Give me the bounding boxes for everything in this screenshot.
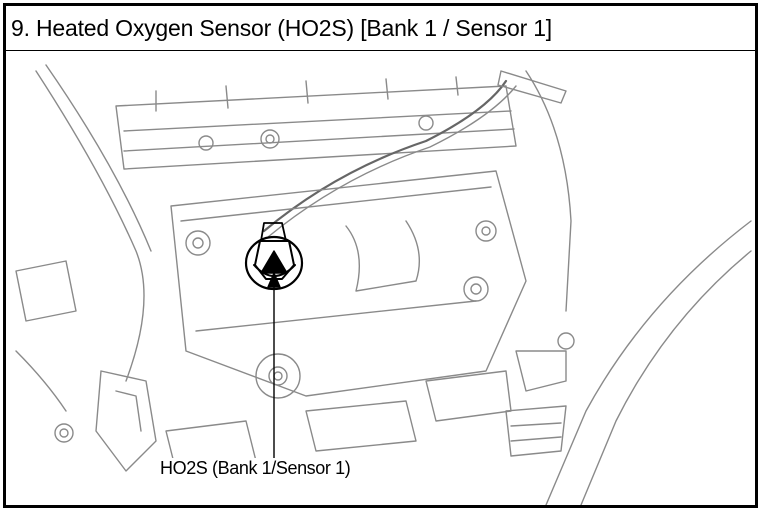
- fender-arc: [35, 70, 145, 382]
- document-frame: 9. Heated Oxygen Sensor (HO2S) [Bank 1 /…: [3, 3, 758, 508]
- crossmember: [545, 220, 752, 505]
- sensor-harness: [262, 79, 508, 233]
- ho2s-callout-label: HO2S (Bank 1/Sensor 1): [158, 458, 353, 479]
- cylinder-head: [115, 85, 517, 170]
- callout-arrowhead: [267, 272, 281, 288]
- page-title: 9. Heated Oxygen Sensor (HO2S) [Bank 1 /…: [11, 15, 553, 41]
- harness-connector: [497, 70, 567, 104]
- lower-flange: [255, 353, 301, 399]
- exhaust-manifold: [170, 170, 527, 397]
- engine-illustration: HO2S (Bank 1/Sensor 1): [6, 51, 755, 505]
- lower-bracket: [95, 370, 157, 472]
- engine-line-drawing: [15, 64, 752, 505]
- title-bar: 9. Heated Oxygen Sensor (HO2S) [Bank 1 /…: [6, 6, 755, 51]
